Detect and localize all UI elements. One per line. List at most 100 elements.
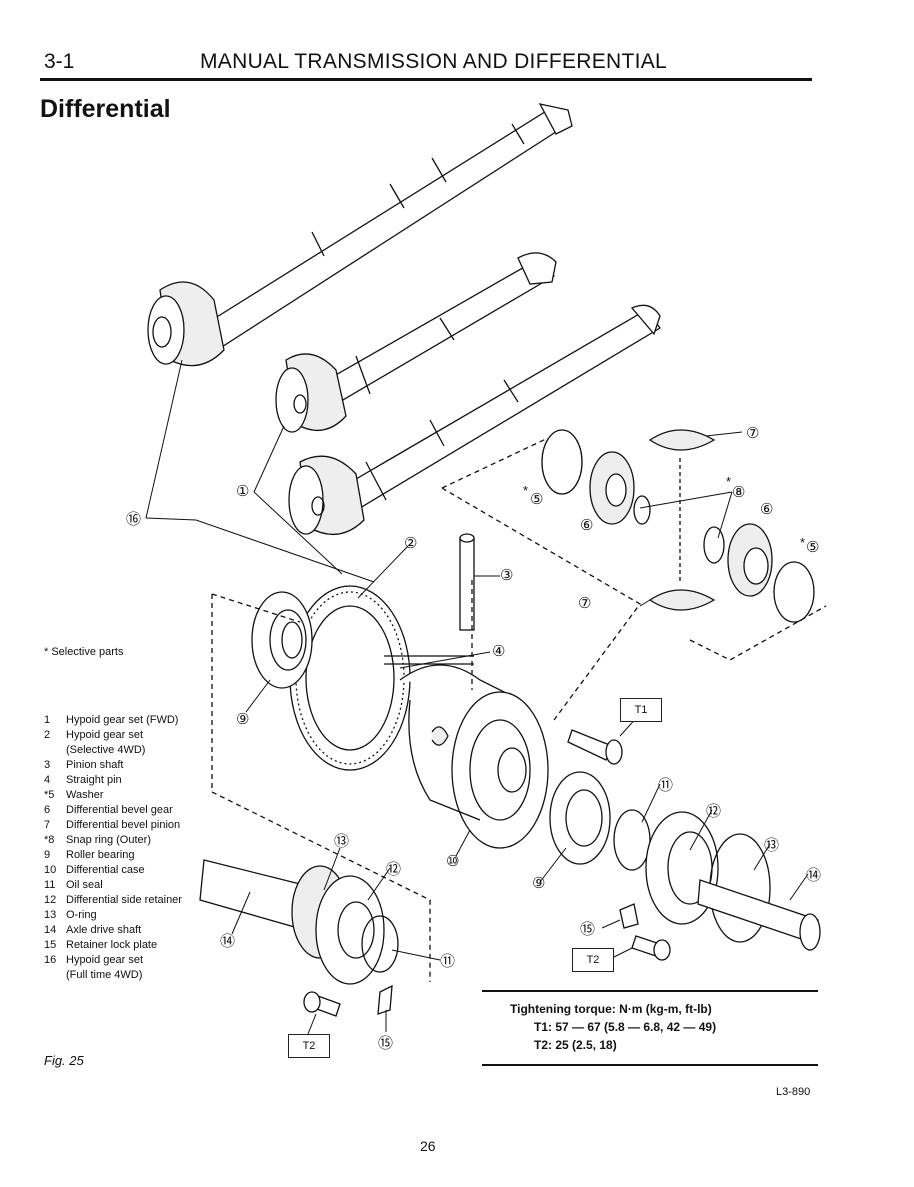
callout-10: ⑩: [446, 853, 460, 870]
legend-number: *8: [44, 834, 55, 846]
chapter-title: MANUAL TRANSMISSION AND DIFFERENTIAL: [200, 50, 668, 73]
callout-7b: ⑦: [578, 595, 592, 612]
callout-12b: ⑫: [386, 861, 402, 878]
legend-label: Hypoid gear set (FWD): [66, 714, 179, 726]
torque-box-t2-left: T2: [288, 1034, 330, 1058]
torque-spec-block: Tightening torque: N·m (kg-m, ft-lb) T1:…: [482, 990, 818, 1066]
differential-bevel-gear-drawing: [541, 429, 815, 623]
legend-number: 12: [44, 894, 57, 906]
torque-t2-value: T2: 25 (2.5, 18): [534, 1038, 617, 1052]
torque-top-rule: [482, 990, 818, 992]
hypoid-gear-set-fwd-drawing-a: [275, 252, 557, 433]
legend-label: Differential side retainer: [66, 894, 182, 906]
torque-t1-value: T1: 57 — 67 (5.8 — 6.8, 42 — 49): [534, 1020, 717, 1034]
legend-label: O-ring: [66, 909, 97, 921]
legend-label: Oil seal: [66, 879, 103, 891]
callout-6b: ⑥: [760, 501, 774, 518]
bolts-drawing: [303, 729, 671, 1017]
callout-15a: ⑮: [580, 921, 596, 938]
legend-item: 16 Hypoid gear set: [44, 953, 182, 968]
header-rule: [40, 78, 812, 81]
callout-2: ②: [404, 535, 418, 552]
legend-label: Differential bevel gear: [66, 804, 173, 816]
callout-12a: ⑫: [706, 803, 722, 820]
hypoid-gear-set-full-time-4wd-drawing: [147, 103, 573, 367]
legend-label: Roller bearing: [66, 849, 135, 861]
roller-bearing-right-drawing: [549, 771, 611, 865]
legend-label: Retainer lock plate: [66, 939, 158, 951]
legend-item: 10 Differential case: [44, 863, 182, 878]
callout-5b: ⑤: [806, 539, 820, 556]
callout-9a: ⑨: [236, 711, 250, 728]
legend-number: 15: [44, 939, 57, 951]
legend-number: 1: [44, 714, 51, 726]
torque-box-t1: T1: [620, 698, 662, 722]
legend-item: 15 Retainer lock plate: [44, 938, 182, 953]
legend-label-continued: (Selective 4WD): [66, 744, 146, 756]
legend-number: 16: [44, 954, 57, 966]
hypoid-gear-set-fwd-drawing-b: [288, 304, 661, 536]
legend-label: Washer: [66, 789, 104, 801]
callout-14a: ⑭: [806, 867, 822, 884]
figure-code: L3-890: [776, 1086, 811, 1098]
legend-label: Hypoid gear set: [66, 954, 144, 966]
page-number: 26: [420, 1138, 436, 1154]
legend-label: Pinion shaft: [66, 759, 124, 771]
legend-number: 6: [44, 804, 51, 816]
torque-box-t2-right: T2: [572, 948, 614, 972]
differential-case-drawing: [289, 585, 549, 849]
callout-15b: ⑮: [378, 1035, 394, 1052]
assembly-guide-lines: [211, 437, 827, 982]
legend-item: 11 Oil seal: [44, 878, 182, 893]
legend-item: *5 Washer: [44, 788, 182, 803]
legend-label-continued: (Full time 4WD): [66, 969, 143, 981]
legend-number: 11: [44, 879, 56, 891]
legend-item: 12 Differential side retainer: [44, 893, 182, 908]
side-retainer-left-drawing: [199, 859, 399, 985]
torque-bottom-rule: [482, 1064, 818, 1066]
legend-label: Hypoid gear set: [66, 729, 144, 741]
legend-number: 10: [44, 864, 57, 876]
legend-item: 3 Pinion shaft: [44, 758, 182, 773]
legend-number: 4: [44, 774, 51, 786]
legend-number: *5: [44, 789, 55, 801]
callout-7a: ⑦: [746, 425, 760, 442]
legend-number: 2: [44, 729, 51, 741]
pinion-shaft-drawing: [384, 533, 475, 665]
section-number: 3-1: [44, 50, 75, 73]
legend-label: Axle drive shaft: [66, 924, 142, 936]
callout-1: ①: [236, 483, 250, 500]
legend-number: 7: [44, 819, 51, 831]
torque-heading: Tightening torque: N·m (kg-m, ft-lb): [510, 1002, 712, 1016]
legend-item: 6 Differential bevel gear: [44, 803, 182, 818]
callout-8-asterisk: *: [726, 474, 732, 489]
page-title: Differential: [40, 95, 171, 123]
callout-8: ⑧: [732, 484, 746, 501]
callout-3: ③: [500, 567, 514, 584]
legend-number: 3: [44, 759, 51, 771]
callout-leaders: [145, 359, 809, 1035]
selective-parts-note: * Selective parts: [44, 646, 124, 658]
callout-6a: ⑥: [580, 517, 594, 534]
callout-16: ⑯: [126, 511, 142, 528]
legend-label: Differential case: [66, 864, 145, 876]
legend-item: 2 Hypoid gear set: [44, 728, 182, 743]
legend-number: 9: [44, 849, 51, 861]
callout-11b: ⑪: [440, 953, 456, 970]
legend-number: 13: [44, 909, 57, 921]
roller-bearing-left-drawing: [251, 591, 313, 689]
legend-item: 13 O-ring: [44, 908, 182, 923]
callout-5b-asterisk: *: [800, 535, 806, 550]
callout-5a-asterisk: *: [523, 483, 529, 498]
legend-item: 1 Hypoid gear set (FWD): [44, 713, 182, 728]
callout-5a: ⑤: [530, 491, 544, 508]
figure-label: Fig. 25: [44, 1053, 84, 1068]
callout-13a: ⑬: [764, 837, 780, 854]
legend-item: 9 Roller bearing: [44, 848, 182, 863]
